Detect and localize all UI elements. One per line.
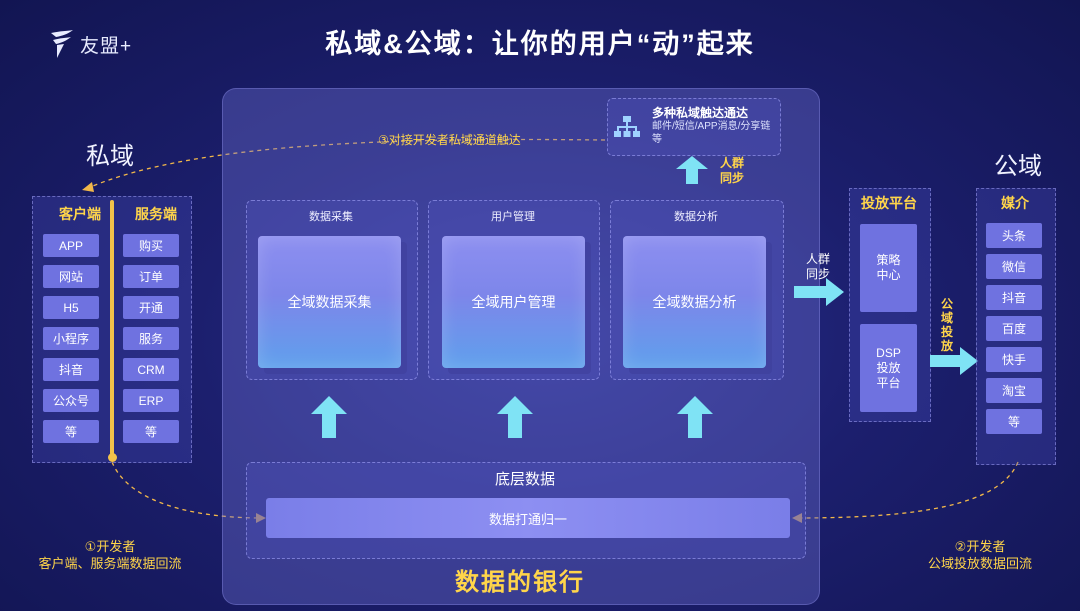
public-delivery-char: 公 bbox=[940, 297, 953, 311]
client-item: 等 bbox=[43, 420, 99, 443]
logo-text: 友盟+ bbox=[80, 35, 133, 57]
up-arrow-icon bbox=[311, 396, 347, 438]
base-data-title: 底层数据 bbox=[494, 471, 555, 488]
dsp-platform-box: DSP 投放 平台 bbox=[860, 324, 917, 412]
data-unify-bar: 数据打通归一 bbox=[266, 498, 790, 538]
media-item: 抖音 bbox=[986, 285, 1042, 310]
crowd-sync-label: 人群 同步 bbox=[806, 252, 830, 282]
public-domain-label: 公域 bbox=[994, 153, 1042, 180]
note-public-backflow: ②开发者 公域投放数据回流 bbox=[895, 538, 1065, 572]
media-list: 头条 微信 抖音 百度 快手 淘宝 等 bbox=[986, 223, 1042, 434]
media-item: 快手 bbox=[986, 347, 1042, 372]
module-caption-analyze: 数据分析 bbox=[674, 211, 718, 223]
server-item: 订单 bbox=[123, 265, 179, 288]
client-side-header: 客户端 bbox=[59, 206, 101, 222]
media-item: 淘宝 bbox=[986, 378, 1042, 403]
strategy-center-box: 策略 中心 bbox=[860, 224, 917, 312]
note-right-line2: 公域投放数据回流 bbox=[927, 556, 1032, 571]
client-item: 网站 bbox=[43, 265, 99, 288]
up-arrow-icon bbox=[676, 156, 708, 184]
server-side-list: 购买 订单 开通 服务 CRM ERP 等 bbox=[123, 234, 179, 443]
public-delivery-char: 放 bbox=[940, 339, 953, 353]
public-delivery-char: 投 bbox=[940, 325, 953, 339]
server-item: 等 bbox=[123, 420, 179, 443]
brand-logo: 友盟+ bbox=[48, 28, 132, 60]
note-right-line1: ②开发者 bbox=[954, 539, 1006, 554]
logo-icon bbox=[51, 30, 73, 58]
client-side-list: APP 网站 H5 小程序 抖音 公众号 等 bbox=[43, 234, 99, 443]
strategy-line2: 中心 bbox=[876, 268, 901, 282]
channel-subtitle: 邮件/短信/APP消息/分享链等 bbox=[652, 121, 771, 145]
note-left-line1: ①开发者 bbox=[84, 539, 136, 554]
channel-title: 多种私域触达通达 bbox=[652, 106, 749, 120]
client-item: 抖音 bbox=[43, 358, 99, 381]
right-arrow-icon bbox=[794, 278, 844, 306]
data-bank-title: 数据的银行 bbox=[455, 569, 585, 596]
media-item: 百度 bbox=[986, 316, 1042, 341]
dsp-line1: DSP bbox=[876, 345, 901, 360]
right-arrow-icon bbox=[930, 347, 978, 375]
media-header: 媒介 bbox=[1001, 195, 1029, 211]
divider-dot bbox=[108, 453, 117, 462]
dsp-line2: 投放 bbox=[876, 360, 901, 375]
server-side-header: 服务端 bbox=[135, 206, 177, 222]
org-chart-icon bbox=[614, 116, 640, 137]
page-title: 私域&公域：让你的用户“动”起来 bbox=[325, 29, 755, 59]
channel-sync-line2: 同步 bbox=[720, 171, 745, 185]
ad-platform-header: 投放平台 bbox=[861, 195, 917, 211]
note-private-backflow: ①开发者 客户端、服务端数据回流 bbox=[10, 538, 210, 572]
server-item: ERP bbox=[123, 389, 179, 412]
step3-label: ③对接开发者私域通道触达 bbox=[378, 133, 521, 147]
server-item: 开通 bbox=[123, 296, 179, 319]
module-manage: 全域用户管理 bbox=[442, 236, 585, 368]
up-arrow-icon bbox=[677, 396, 713, 438]
server-item: 购买 bbox=[123, 234, 179, 257]
server-item: 服务 bbox=[123, 327, 179, 350]
client-item: APP bbox=[43, 234, 99, 257]
private-domain-label: 私域 bbox=[86, 143, 134, 170]
client-item: H5 bbox=[43, 296, 99, 319]
strategy-line1: 策略 bbox=[876, 253, 901, 267]
module-collect: 全域数据采集 bbox=[258, 236, 401, 368]
server-item: CRM bbox=[123, 358, 179, 381]
crowd-sync-line2: 同步 bbox=[806, 267, 831, 281]
dsp-line3: 平台 bbox=[876, 375, 901, 390]
media-item: 等 bbox=[986, 409, 1042, 434]
module-caption-collect: 数据采集 bbox=[309, 211, 353, 223]
client-item: 公众号 bbox=[43, 389, 99, 412]
client-item: 小程序 bbox=[43, 327, 99, 350]
divider-line bbox=[110, 200, 114, 455]
public-delivery-label: 公 域 投 放 bbox=[940, 297, 954, 353]
note-left-line2: 客户端、服务端数据回流 bbox=[38, 556, 182, 571]
channel-sync-line1: 人群 bbox=[720, 156, 745, 170]
channel-sync-label: 人群 同步 bbox=[720, 156, 744, 186]
module-analyze: 全域数据分析 bbox=[623, 236, 766, 368]
media-item: 微信 bbox=[986, 254, 1042, 279]
crowd-sync-line1: 人群 bbox=[806, 252, 831, 266]
media-item: 头条 bbox=[986, 223, 1042, 248]
up-arrow-icon bbox=[497, 396, 533, 438]
public-delivery-char: 域 bbox=[940, 311, 953, 325]
module-caption-manage: 用户管理 bbox=[491, 211, 535, 223]
